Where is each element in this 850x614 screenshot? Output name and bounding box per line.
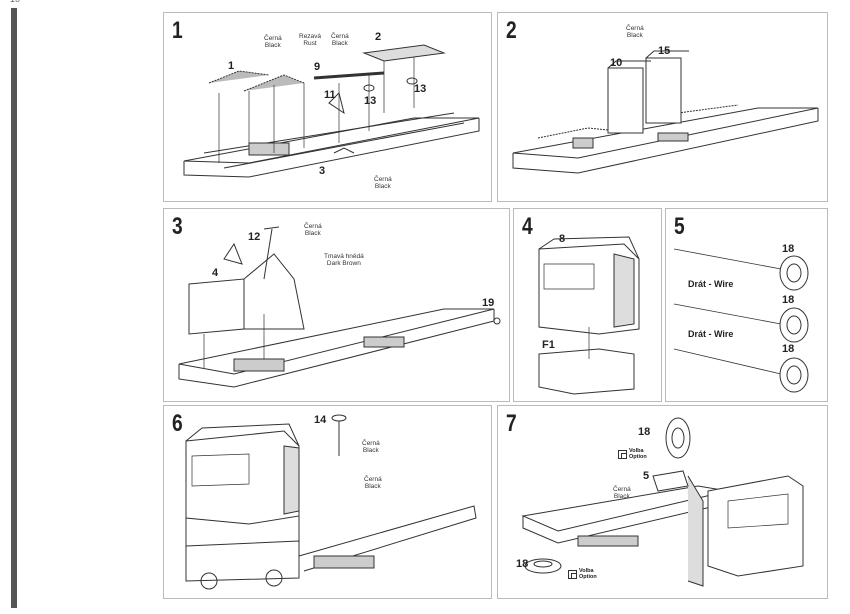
part-number: 12	[248, 231, 261, 243]
part-number: 10	[610, 57, 623, 69]
page-number: 10	[10, 0, 20, 4]
part-number: 1	[228, 60, 235, 72]
step-2-panel: 2 Černá Black 10 15	[497, 12, 828, 202]
label-black: Černá Black	[626, 25, 644, 39]
label-dark-brown: Tmavá hnědá Dark Brown	[324, 253, 364, 267]
part-number: 9	[314, 61, 321, 73]
label-black: Černá Black	[362, 440, 380, 454]
step-number: 6	[172, 410, 183, 437]
page-edge-bar	[11, 8, 17, 608]
step-number: 2	[506, 17, 517, 44]
truck-drawing	[521, 417, 804, 587]
step-number: 4	[522, 213, 533, 240]
step-1-panel: 1 Černá Black Rezavá Rust Černá Black Če…	[163, 12, 492, 202]
step-number: 5	[674, 213, 685, 240]
part-number: 2	[375, 31, 382, 43]
option-badge: Volba Option	[618, 448, 647, 460]
step-4-panel: 4 8 F1	[513, 208, 662, 402]
part-number: 18	[782, 343, 795, 355]
part-number: 18	[516, 558, 529, 570]
part-number: 8	[559, 233, 566, 245]
part-number: 3	[319, 165, 326, 177]
part-number: 14	[314, 414, 327, 426]
part-number: 5	[643, 470, 650, 482]
step-6-panel: 6 Černá Black Černá Black 14	[163, 405, 492, 599]
part-number: 13	[414, 83, 427, 95]
label-black: Černá Black	[613, 486, 631, 500]
part-number: 11	[324, 89, 336, 101]
wire-label: Drát - Wire	[688, 279, 734, 289]
part-number: 18	[782, 243, 795, 255]
label-black: Černá Black	[304, 223, 322, 237]
chassis-drawing	[512, 50, 819, 174]
option-label: Volba Option	[629, 448, 647, 460]
part-number: 13	[364, 95, 377, 107]
part-number: 18	[782, 294, 795, 306]
label-rust: Rezavá Rust	[299, 33, 322, 47]
option-icon	[568, 569, 577, 579]
part-number: 15	[658, 45, 671, 57]
option-badge: Volba Option	[568, 568, 597, 580]
chassis-drawing	[183, 44, 480, 178]
part-number: 18	[638, 426, 651, 438]
label-black: Černá Black	[374, 176, 392, 190]
step-number: 3	[172, 213, 183, 240]
label-black: Černá Black	[364, 476, 382, 490]
label-black: Černá Black	[264, 35, 282, 49]
wire-label: Drát - Wire	[688, 329, 734, 339]
step-7-panel: 7 Černá Black 18 5 18 Volba Option Volba…	[497, 405, 828, 599]
step-3-panel: 3 Černá Black Tmavá hnědá Dark Brown 12 …	[163, 208, 510, 402]
step-number: 1	[172, 17, 183, 44]
option-label: Volba Option	[579, 568, 597, 580]
step-5-panel: 5 18 18 18 Drát - Wire Drát - Wire	[665, 208, 828, 402]
cab-drawing	[538, 236, 640, 395]
wheels-drawing	[673, 248, 809, 393]
step-number: 7	[506, 410, 517, 437]
option-icon	[618, 449, 627, 459]
truck-drawing	[185, 414, 477, 590]
label-black: Černá Black	[331, 33, 349, 47]
part-number: 19	[482, 297, 495, 309]
part-number: 4	[212, 267, 219, 279]
chassis-drawing	[178, 226, 501, 388]
part-number: F1	[542, 339, 555, 351]
